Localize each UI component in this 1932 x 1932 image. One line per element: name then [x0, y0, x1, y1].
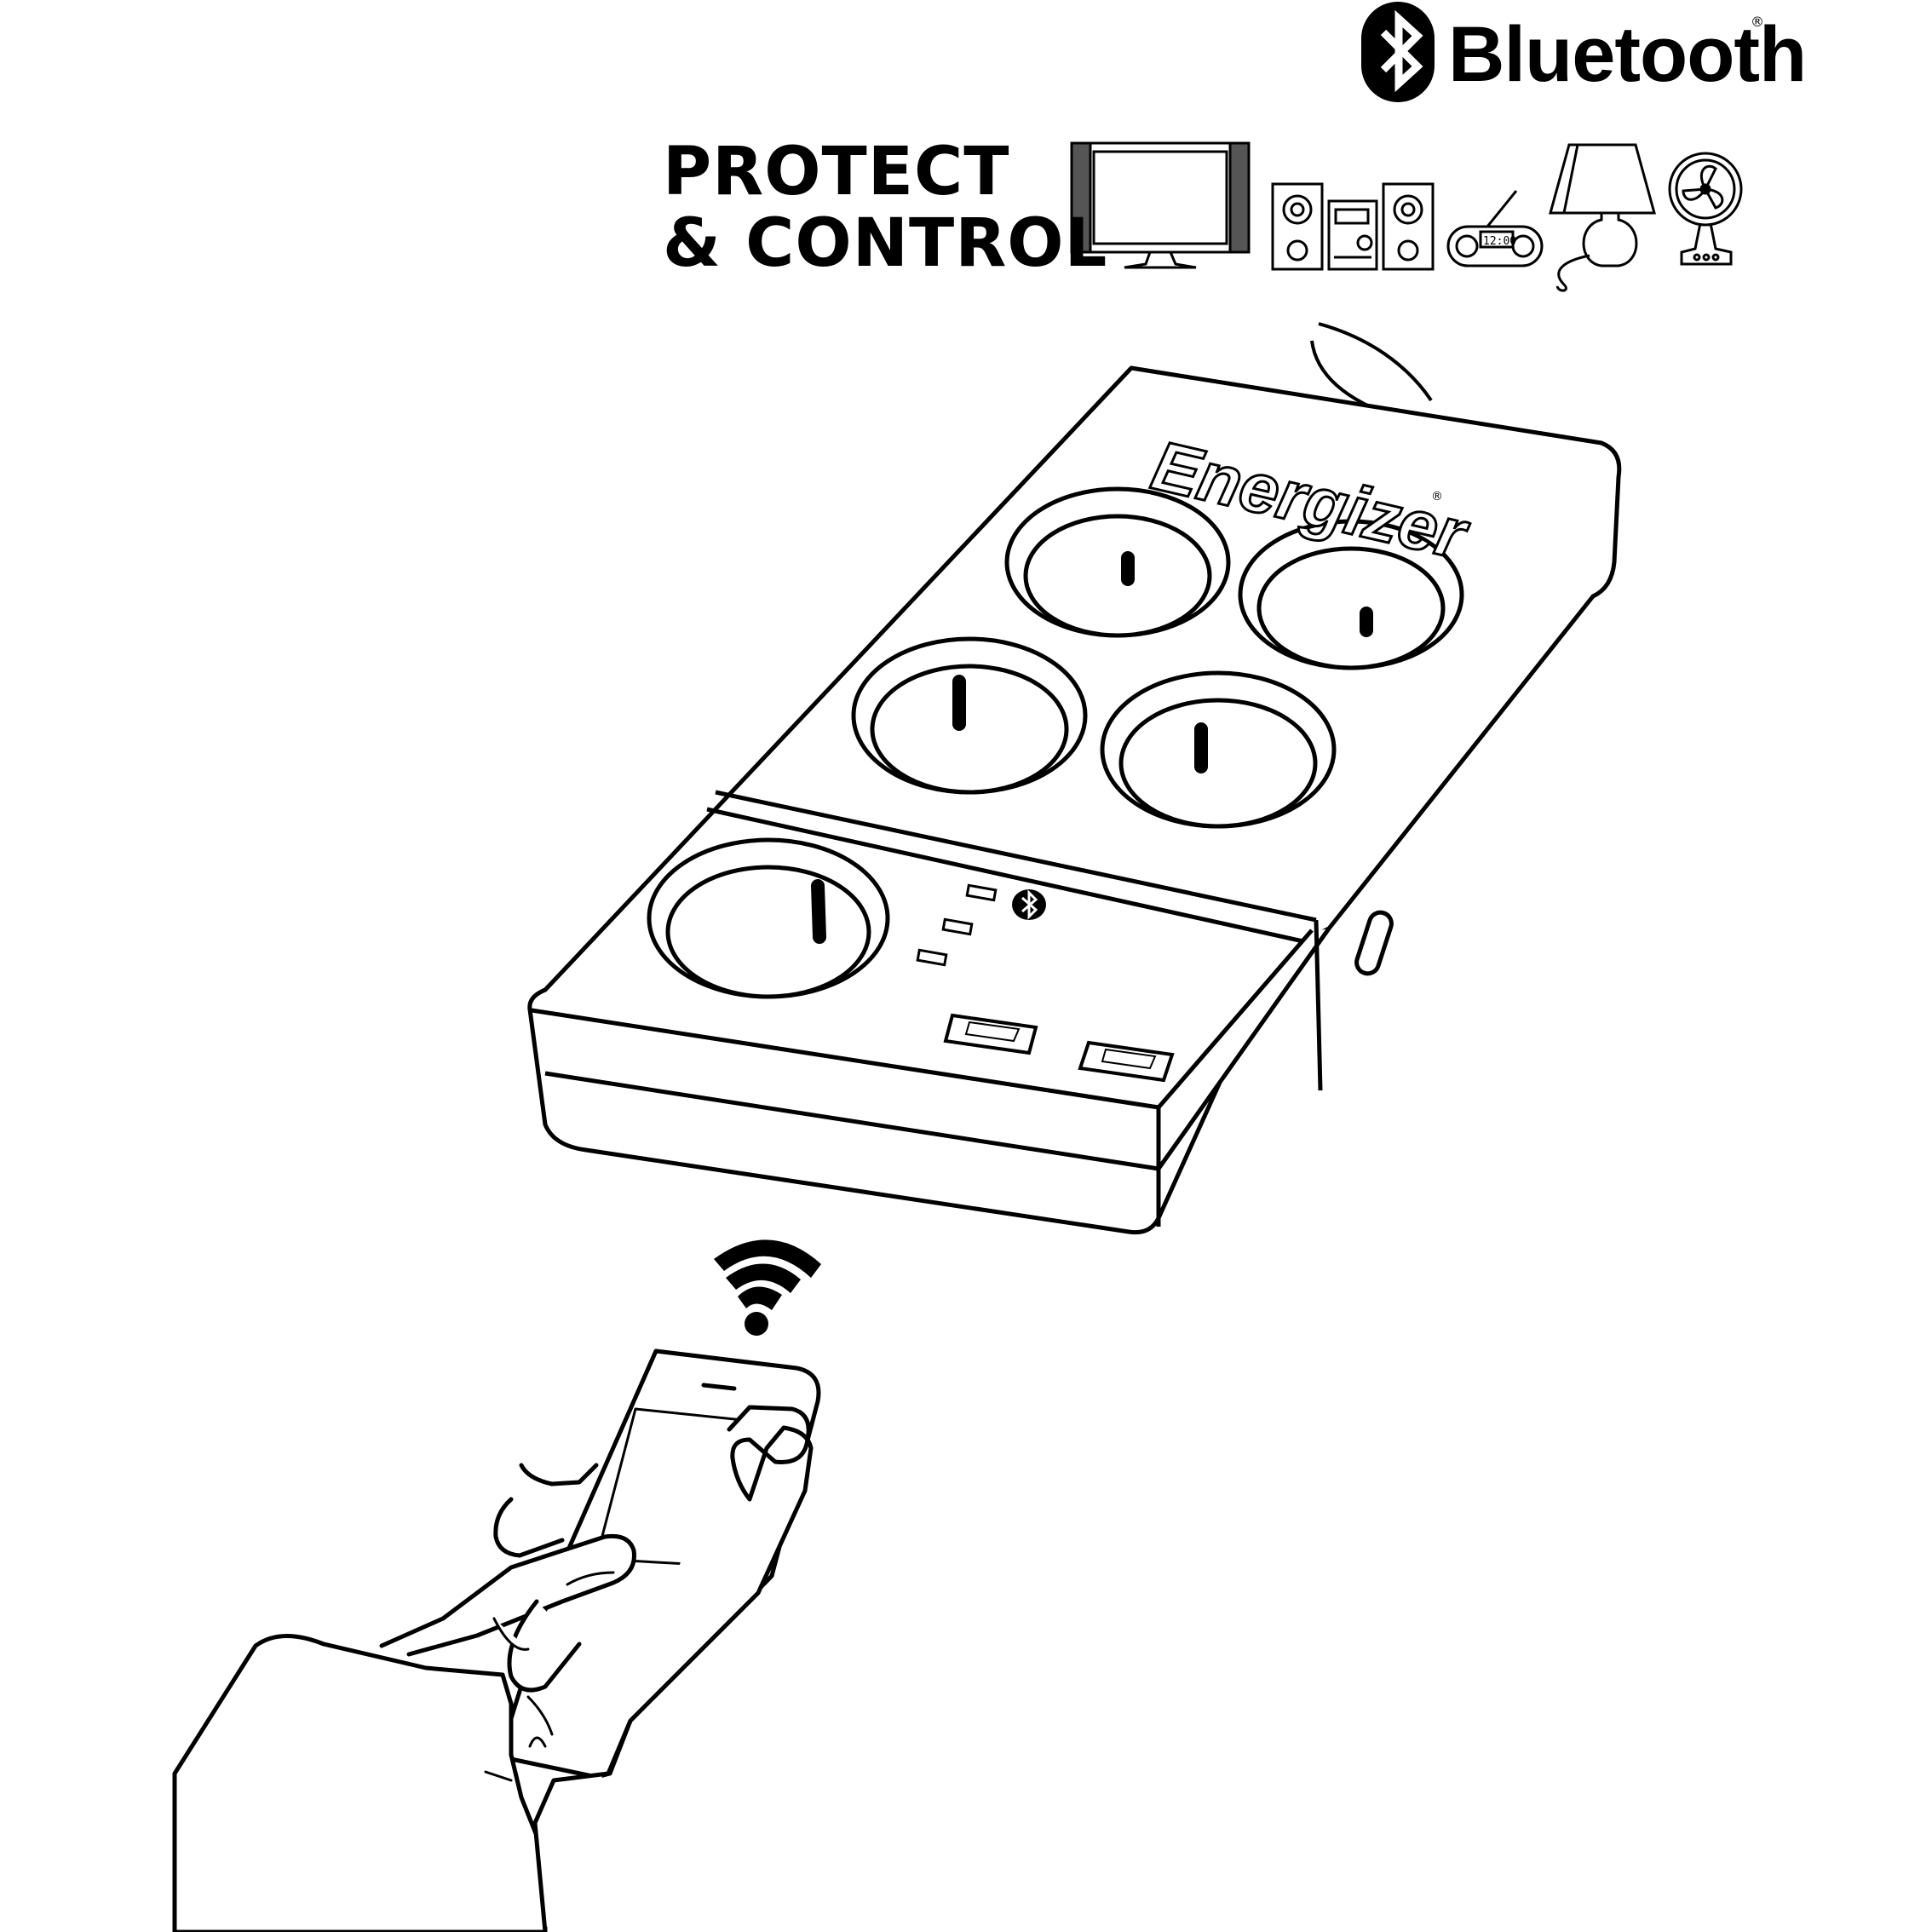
page-title: PROTECT & CONTROL	[663, 136, 1107, 279]
outlet-socket-controlled	[647, 837, 890, 999]
hifi-stereo-icon	[1271, 182, 1435, 271]
bluetooth-icon	[1361, 2, 1435, 102]
radio-alarm-clock-icon	[1446, 190, 1544, 267]
tv-icon	[1070, 141, 1251, 269]
indicator-leds	[916, 883, 998, 967]
title-line-1: PROTECT	[663, 134, 1010, 210]
usb-port	[943, 1013, 1038, 1055]
usb-ports	[943, 1013, 1175, 1083]
registered-mark: ®	[1751, 14, 1764, 30]
outlet-socket	[851, 636, 1088, 795]
hand	[172, 1405, 814, 1932]
title-line-2: & CONTROL	[663, 205, 1108, 282]
indicator-led	[916, 948, 948, 967]
outlet-sockets	[647, 486, 1464, 999]
outlet-socket	[1100, 670, 1337, 829]
indicator-led	[965, 883, 998, 902]
wireless-signal-icon	[714, 1239, 821, 1336]
bluetooth-wordmark: Bluetooth	[1448, 11, 1807, 98]
outlet-socket	[1004, 486, 1231, 638]
fan-icon	[1668, 152, 1743, 266]
bluetooth-button-icon	[1012, 889, 1046, 920]
radio-clock-display: 12:00	[1483, 235, 1516, 248]
indicator-led	[941, 917, 974, 936]
outlet-socket	[1238, 519, 1464, 670]
usb-port	[1078, 1040, 1175, 1083]
lamp-icon	[1549, 143, 1656, 292]
brand-registered-mark: ®	[1431, 490, 1443, 503]
